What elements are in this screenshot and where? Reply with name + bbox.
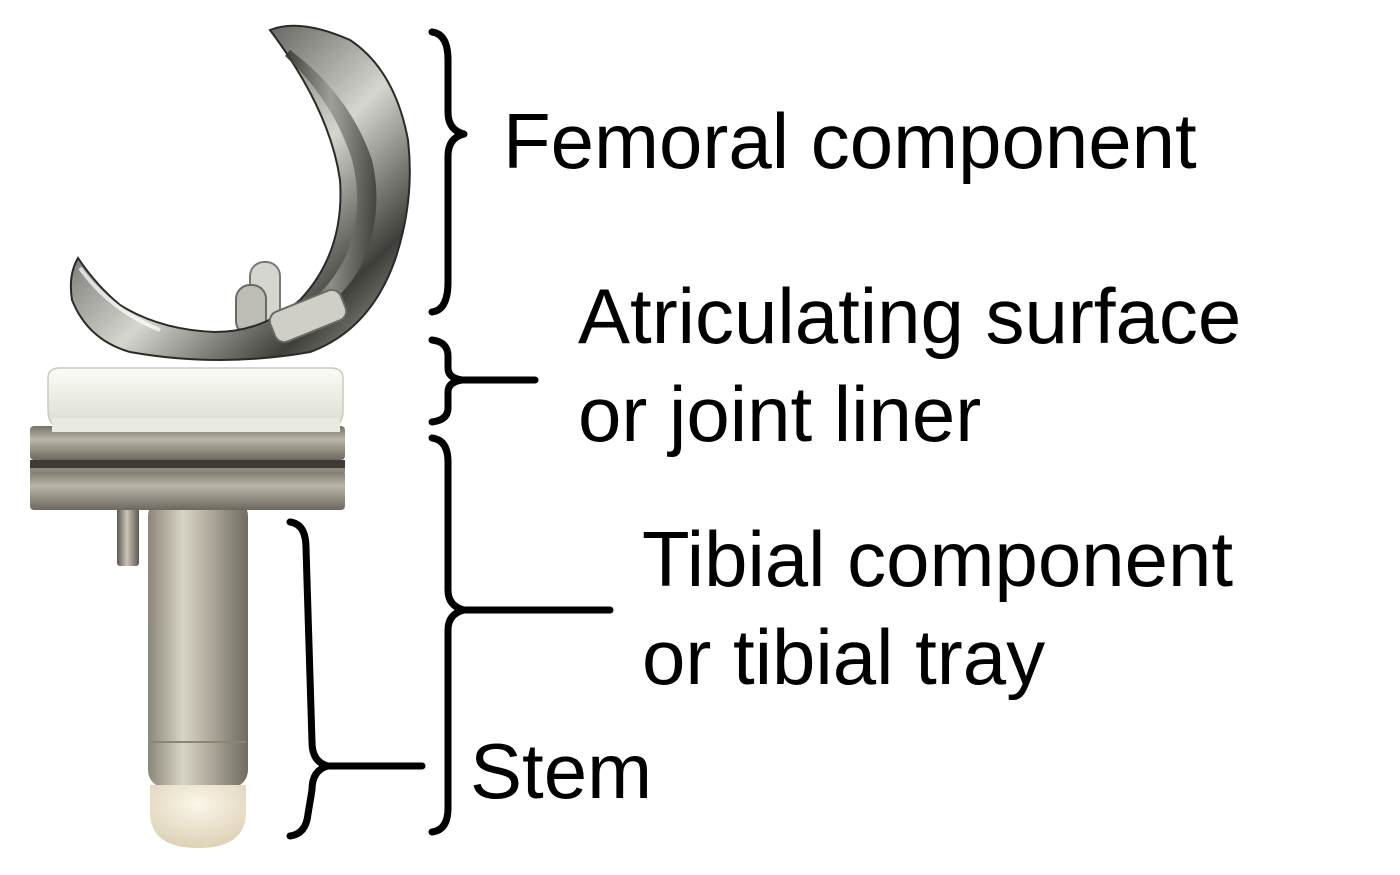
femoral-component-part — [69, 24, 411, 361]
tibial-label-line-2: or tibial tray — [642, 613, 1046, 701]
femoral-bracket — [428, 28, 468, 316]
stem-bracket — [286, 518, 332, 840]
articulating-surface-label: Atriculating surface or joint liner — [578, 267, 1241, 463]
stem-part — [148, 498, 248, 848]
implant-illustration — [30, 24, 411, 848]
tibial-component-label: Tibial component or tibial tray — [642, 510, 1233, 706]
tibial-bracket — [428, 434, 468, 836]
femoral-label-line-1: Femoral component — [503, 97, 1197, 185]
stem-label: Stem — [470, 722, 652, 820]
stem-label-line-1: Stem — [470, 727, 653, 815]
articulating-label-line-2: or joint liner — [578, 370, 982, 458]
joint-liner-part — [47, 367, 344, 432]
tibial-label-line-1: Tibial component — [642, 515, 1234, 603]
tray-peg — [117, 500, 139, 566]
tibial-tray-part — [30, 426, 345, 510]
articulating-label-line-1: Atriculating surface — [578, 272, 1242, 360]
articulating-bracket — [428, 336, 466, 426]
stem-tip — [150, 785, 246, 848]
femoral-component-label: Femoral component — [503, 92, 1197, 190]
